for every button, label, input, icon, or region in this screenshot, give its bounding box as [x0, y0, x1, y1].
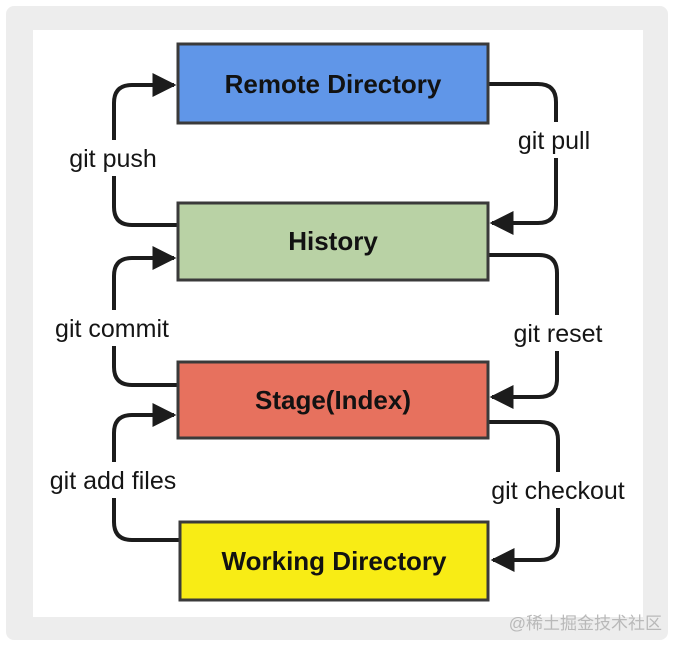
node-label-history: History — [288, 226, 378, 256]
node-remote-directory — [176, 42, 490, 125]
node-label-working-directory: Working Directory — [222, 546, 447, 576]
edge-label-git-pull: git pull — [518, 127, 590, 155]
edge-label-bg — [36, 462, 190, 498]
node-history — [176, 201, 490, 282]
watermark: @稀土掘金技术社区 — [509, 614, 662, 633]
edge-label-bg — [56, 140, 170, 176]
edge-label-git-checkout: git checkout — [491, 477, 624, 505]
node-stage-index — [176, 360, 490, 440]
edge-label-git-reset: git reset — [514, 320, 603, 348]
edge-label-bg — [42, 310, 182, 346]
edge-label-git-add-files: git add files — [50, 467, 176, 495]
node-label-remote-directory: Remote Directory — [225, 69, 442, 99]
node-working-directory — [178, 520, 490, 602]
edge-label-git-commit: git commit — [55, 315, 169, 343]
edge-label-git-push: git push — [69, 145, 157, 173]
edge-label-bg — [502, 315, 614, 351]
edge-label-bg — [506, 122, 602, 158]
node-label-stage-index: Stage(Index) — [255, 385, 411, 415]
edge-label-bg — [476, 472, 640, 508]
